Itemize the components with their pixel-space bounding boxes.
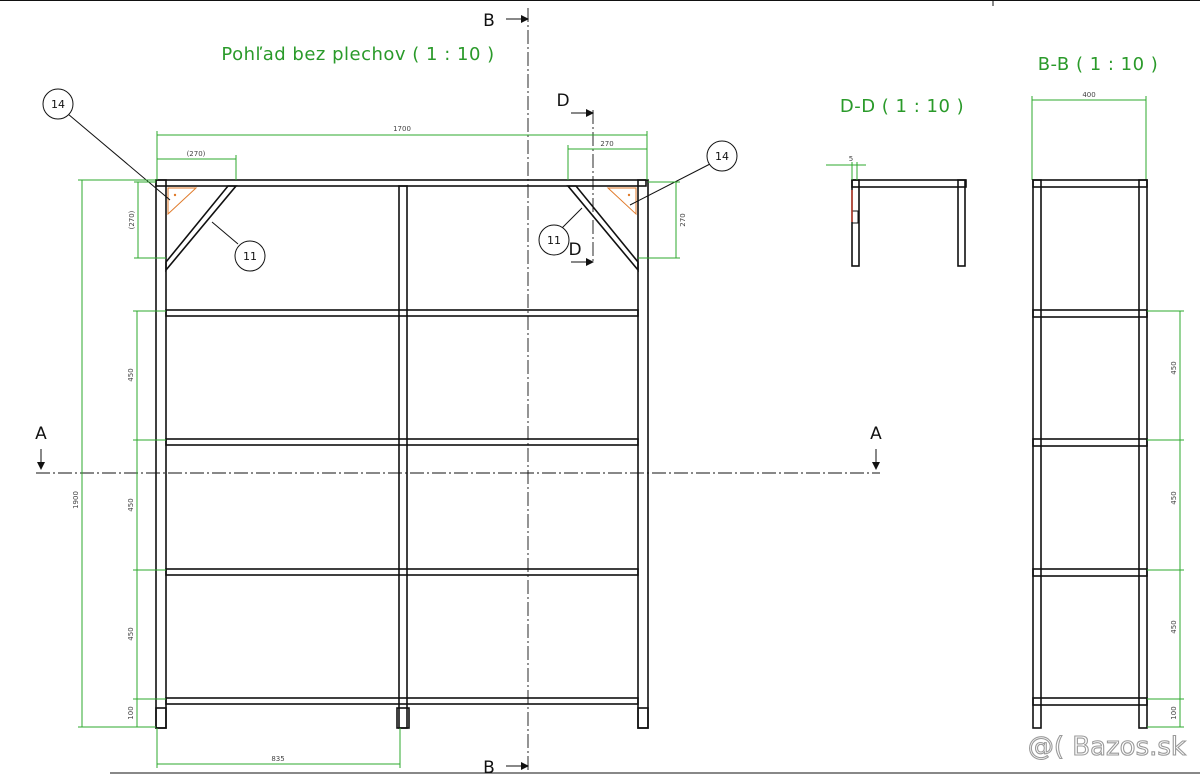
dim-width-1700: 1700 [393,125,411,133]
dim-shelf-gap-2: 450 [127,498,135,511]
balloon-11-left-label: 11 [243,250,257,263]
section-bb-view: B-B ( 1 : 10 ) 400 450 450 450 100 [1031,54,1184,729]
section-a-arrowhead-right [872,462,880,470]
bb-dim-bottom-100: 100 [1170,706,1178,719]
dd-right-post [957,179,966,267]
balloon-11-right [538,224,570,256]
bb-dimensions: 450 450 450 100 [1147,310,1184,728]
section-b-label-top: B [483,11,495,31]
front-view: Pohľad bez plechov ( 1 : 10 ) A A [35,8,882,775]
bb-dim-shelf-gap-1: 450 [1170,361,1178,374]
bb-dim-shelf-gap-3: 450 [1170,620,1178,633]
dim-gusset-left-top: (270) [187,150,206,158]
left-gusset-plate [167,187,198,216]
dim-bottom-100: 100 [127,706,135,719]
dim-profile-5: 5 [849,155,853,163]
bb-front-post [1032,179,1042,729]
dim-gusset-right-side: 270 [679,213,687,226]
middle-post [398,185,408,729]
bb-shelf-beam-3 [1032,568,1148,577]
dim-gusset-right-top: 270 [600,140,613,148]
right-gusset-plate [606,187,637,216]
bazos-watermark: @( Bazos.sk [1028,732,1186,762]
dd-view-title: D-D ( 1 : 10 ) [840,96,964,117]
right-brace [566,185,639,273]
section-d-arrowhead-bottom [586,258,594,266]
balloon-14-right-label: 14 [715,150,729,163]
section-d-arrowhead-top [586,109,594,117]
bb-dim-shelf-gap-2: 450 [1170,491,1178,504]
shelf-beam-2 [165,438,639,446]
dd-top-beam [851,179,967,188]
section-b-label-bottom: B [483,758,495,775]
section-b-arrowhead-bottom [521,762,529,770]
dd-plate-profile [851,210,859,224]
section-a-arrowhead-left [37,462,45,470]
front-view-title: Pohľad bez plechov ( 1 : 10 ) [221,44,494,65]
bb-shelf-beam-4 [1032,697,1148,706]
right-post [637,179,649,729]
left-gusset-hole [173,193,177,197]
front-dimensions: 1700 (270) 270 (270) 270 1900 [72,125,687,768]
left-post [155,179,167,729]
dim-bay-835: 835 [271,755,284,763]
balloon-11-left [234,240,266,272]
section-d-label-top: D [556,91,569,111]
section-b-arrowhead-top [521,15,529,23]
left-brace [165,185,238,273]
bb-top-beam [1032,179,1148,188]
balloon-11-left-leader [211,221,239,245]
dim-shelf-gap-1: 450 [127,368,135,381]
balloon-14-left [42,88,74,120]
dim-depth-400: 400 [1082,91,1095,99]
shelf-beam-4 [165,697,639,705]
balloon-14-right [706,140,738,172]
top-beam [155,179,647,187]
balloon-14-left-label: 14 [51,98,65,111]
right-foot [637,707,649,729]
section-a-label-right: A [870,424,882,444]
section-d-label-bottom: D [568,240,581,260]
balloon-14-left-leader [67,113,171,201]
shelf-beam-3 [165,568,639,576]
shelf-beam-1 [165,309,639,317]
right-gusset-hole [627,193,631,197]
middle-foot [396,707,410,729]
dim-height-1900: 1900 [72,491,80,509]
bb-shelf-beam-2 [1032,438,1148,447]
dim-gusset-left-side: (270) [128,210,136,229]
bb-shelf-beam-1 [1032,309,1148,318]
balloon-11-right-leader [561,207,583,229]
section-dd-view: D-D ( 1 : 10 ) 5 [826,96,967,267]
bb-back-post [1138,179,1148,729]
balloon-11-right-label: 11 [547,234,561,247]
bb-view-title: B-B ( 1 : 10 ) [1038,54,1159,75]
balloon-14-right-leader [629,163,711,206]
dim-shelf-gap-3: 450 [127,627,135,640]
section-a-label-left: A [35,424,47,444]
left-foot [155,707,167,729]
